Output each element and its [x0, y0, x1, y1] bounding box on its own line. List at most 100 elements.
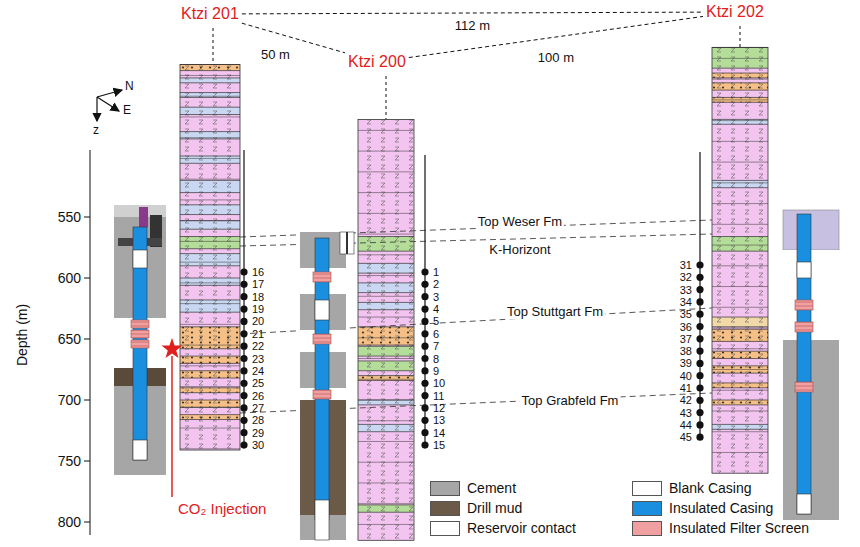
lithology-column — [180, 400, 240, 401]
sensor-number: 21 — [252, 327, 264, 340]
sensor-number: 8 — [433, 352, 439, 365]
well-completion — [795, 322, 813, 332]
lithology-column — [180, 348, 240, 349]
lithology-column — [358, 317, 414, 318]
lithology-column — [712, 251, 768, 252]
lithology-column — [712, 317, 768, 318]
lithology-column — [180, 365, 240, 366]
depth-axis — [90, 150, 91, 535]
sensor-number: 44 — [680, 419, 692, 432]
lithology-column — [712, 124, 768, 125]
sensor-number: 17 — [252, 278, 264, 291]
compass — [97, 97, 119, 111]
sensor-number: 15 — [433, 439, 445, 452]
sensor-dot — [421, 343, 428, 350]
legend-item: Drill mud — [430, 500, 522, 516]
lithology-column — [180, 324, 240, 325]
lithology-column — [180, 47, 768, 540]
sensor-number: 24 — [252, 365, 264, 378]
lithology-column — [712, 102, 768, 103]
sensor-number: 1 — [433, 266, 439, 279]
lithology-column — [712, 182, 768, 183]
sensor-number: 35 — [680, 308, 692, 321]
legend-text: Insulated Filter Screen — [669, 520, 809, 536]
sensor-number: 10 — [433, 377, 445, 390]
sensor-dot — [240, 343, 247, 350]
injection-marker — [162, 338, 183, 497]
well-completion — [313, 334, 331, 344]
sensor-dot — [696, 372, 703, 379]
sensor-dot — [421, 417, 428, 424]
sensor-number: 23 — [252, 352, 264, 365]
sensor-dot — [696, 409, 703, 416]
lithology-column — [180, 131, 240, 132]
lithology-column — [358, 370, 414, 371]
lithology-column — [712, 329, 768, 330]
well-top-leader — [213, 28, 214, 65]
lithology-column — [358, 234, 414, 235]
lithology-column — [712, 326, 768, 327]
lithology-column — [358, 263, 414, 264]
well-completion — [313, 272, 331, 282]
lithology-column — [712, 404, 768, 405]
lithology-column — [358, 431, 414, 432]
depth-axis — [84, 217, 90, 218]
lithology-column — [180, 75, 240, 76]
well-completion — [313, 390, 331, 399]
sensor-dot — [696, 384, 703, 391]
sensor-number: 31 — [680, 259, 692, 272]
lithology-column — [712, 47, 768, 473]
well-completion — [131, 330, 149, 338]
lithology-column — [180, 303, 240, 304]
lithology-column — [358, 524, 414, 525]
lithology-column — [180, 77, 240, 78]
axis-tick-label: 700 — [58, 392, 81, 408]
lithology-column — [358, 213, 414, 214]
lithology-column — [712, 141, 768, 142]
lithology-column — [180, 116, 240, 117]
sensor-number: 18 — [252, 290, 264, 303]
lithology-column — [180, 345, 240, 346]
sensor-dot — [421, 429, 428, 436]
well-completion — [300, 388, 346, 400]
sensor-dot — [696, 274, 703, 281]
sensor-number: 28 — [252, 414, 264, 427]
sensor-number: 45 — [680, 431, 692, 444]
lithology-column — [712, 68, 768, 69]
sensor-dot — [240, 318, 247, 325]
sensor-dot — [696, 261, 703, 268]
sensor-number: 43 — [680, 406, 692, 419]
sensor-dot — [240, 293, 247, 300]
lithology-column — [358, 282, 414, 283]
lithology-column — [712, 47, 768, 473]
sensor-dot — [421, 318, 428, 325]
lithology-column — [712, 77, 768, 78]
lithology-column — [180, 407, 240, 408]
lithology-column — [712, 387, 768, 388]
lithology-column — [358, 337, 414, 338]
sensor-number: 37 — [680, 332, 692, 345]
sensor-number: 7 — [433, 340, 439, 353]
lithology-column — [180, 278, 240, 279]
well-completion — [346, 232, 348, 254]
sensor-dot — [421, 293, 428, 300]
well-name: Ktzi 201 — [178, 4, 242, 24]
lithology-column — [712, 400, 768, 401]
lithology-column — [180, 253, 240, 254]
sensor-dot — [240, 367, 247, 374]
axis-tick-label: 800 — [58, 514, 81, 530]
lithology-column — [358, 441, 414, 442]
well-completion — [797, 214, 811, 514]
well-completion — [133, 250, 147, 268]
lithology-column — [180, 214, 240, 215]
sensor-dot — [240, 355, 247, 362]
lithology-column — [180, 387, 240, 388]
lithology-column — [358, 420, 414, 421]
legend-text: Reservoir contact — [467, 520, 576, 536]
lithology-column — [712, 97, 768, 98]
lithology-column — [180, 179, 240, 180]
sensor-number: 34 — [680, 296, 692, 309]
depth-axis — [84, 150, 90, 535]
lithology-column — [180, 356, 240, 357]
